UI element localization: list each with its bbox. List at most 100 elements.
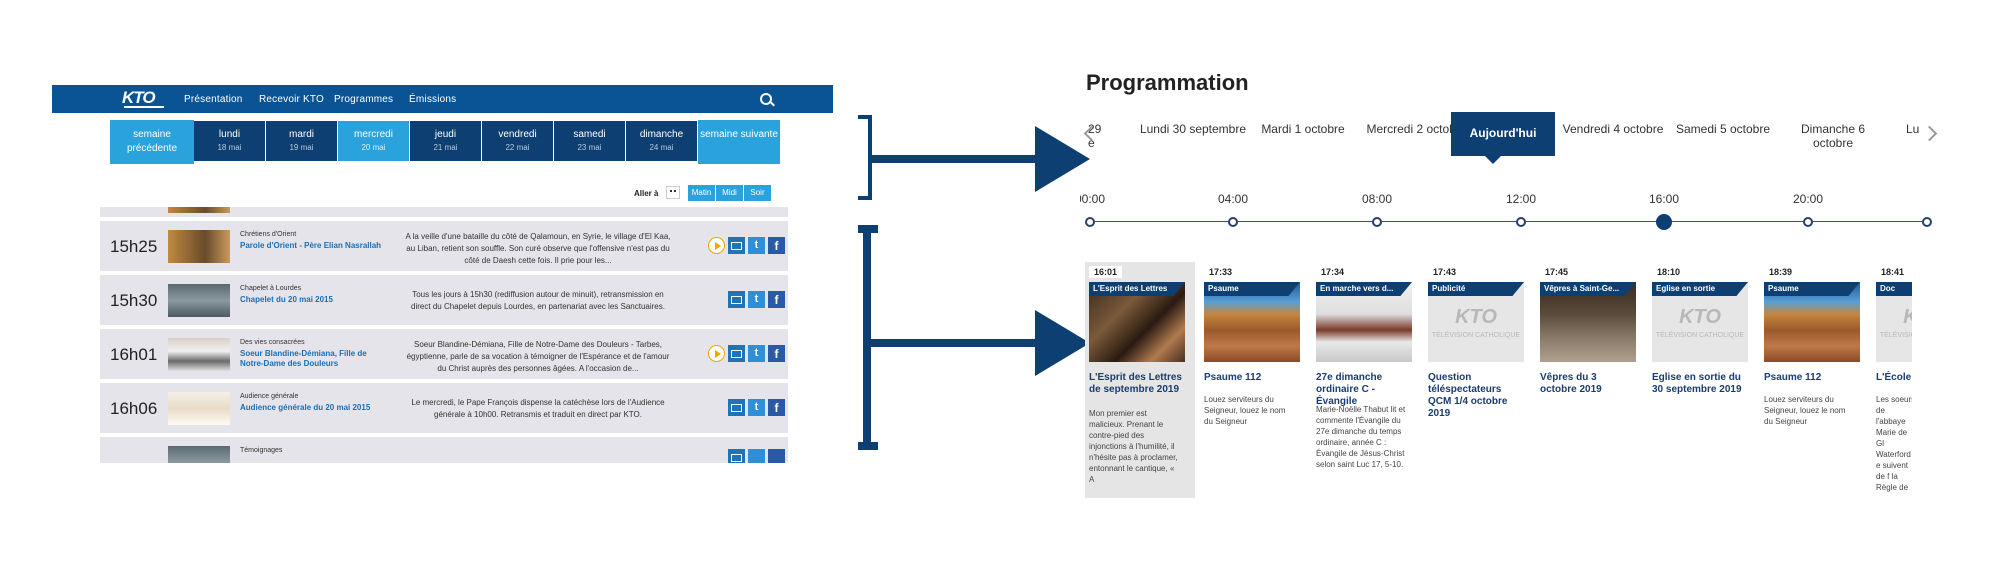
program-time: 16h06 bbox=[110, 399, 158, 418]
card-title[interactable]: Psaume 112 bbox=[1764, 372, 1822, 383]
card-time: 16:01 bbox=[1089, 266, 1123, 278]
timeline-label: 16:00 bbox=[1649, 192, 1680, 206]
timeline-label: 12:00 bbox=[1506, 192, 1537, 206]
program-title-link[interactable]: Soeur Blandine-Démiana, Fille de Notre-D… bbox=[240, 349, 367, 368]
card-title[interactable]: Eglise en sortie du 30 septembre 2019 bbox=[1652, 372, 1742, 395]
program-title-link[interactable]: Audience générale du 20 mai 2015 bbox=[240, 403, 371, 412]
card-title[interactable]: 27e dimanche ordinaire C - Évangile bbox=[1316, 372, 1383, 407]
card-title[interactable]: L'École de bbox=[1876, 372, 1912, 383]
list-item[interactable]: 16h01 Des vies consacrées Soeur Blandine… bbox=[100, 329, 788, 379]
search-icon[interactable] bbox=[760, 93, 772, 105]
mail-icon[interactable] bbox=[728, 399, 745, 417]
tab-dimanche[interactable]: Dimanche 6 octobre bbox=[1800, 122, 1866, 150]
tab-next-day[interactable]: Lu bbox=[1906, 122, 1920, 136]
program-card[interactable]: 17:33 Psaume Psaume 112 Louez serviteurs… bbox=[1200, 262, 1302, 498]
tab-previous-day[interactable]: 29 e bbox=[1088, 122, 1102, 150]
card-description: Marie-Noëlle Thabut lit et commente l'Év… bbox=[1316, 405, 1406, 469]
calendar-icon[interactable] bbox=[666, 186, 680, 199]
mail-icon[interactable] bbox=[728, 345, 745, 363]
mail-icon[interactable] bbox=[728, 237, 745, 255]
new-site-screenshot: Programmation 29 e Lundi 30 septembre Ma… bbox=[1080, 60, 1940, 500]
program-title-link[interactable]: Parole d'Orient - Père Elian Nasrallah bbox=[240, 241, 382, 250]
timeline-dot[interactable] bbox=[1372, 217, 1382, 227]
nav-presentation[interactable]: Présentation bbox=[184, 94, 243, 105]
program-description: A la veille d'une bataille du côté de Qa… bbox=[405, 232, 671, 265]
program-category: Audience générale bbox=[240, 393, 299, 400]
card-title[interactable]: Vêpres du 3 octobre 2019 bbox=[1540, 372, 1602, 395]
program-card[interactable]: 18:39 Psaume Psaume 112 Louez serviteurs… bbox=[1760, 262, 1862, 498]
tab-mercredi[interactable]: Mercredi 2 octobre bbox=[1366, 122, 1467, 136]
play-icon[interactable] bbox=[708, 237, 725, 255]
tab-vendredi[interactable]: Vendredi 4 octobre bbox=[1562, 122, 1664, 136]
old-nav-bar: KTO Présentation Recevoir KTO Programmes… bbox=[52, 85, 833, 113]
segment-matin[interactable]: Matin bbox=[688, 185, 716, 201]
prev-week-button[interactable]: semaine précédente bbox=[110, 120, 194, 164]
timeline-label: 08:00 bbox=[1362, 192, 1393, 206]
card-description: Mon premier est malicieux. Prenant le co… bbox=[1089, 409, 1178, 484]
twitter-icon[interactable] bbox=[748, 449, 765, 463]
program-time: 16h01 bbox=[110, 345, 158, 364]
card-title[interactable]: Question téléspectateurs QCM 1/4 octobre… bbox=[1428, 372, 1508, 419]
timeline-dot[interactable] bbox=[1228, 217, 1238, 227]
program-card[interactable]: 17:34 En marche vers d... 27e dimanche o… bbox=[1312, 262, 1414, 498]
mail-icon[interactable] bbox=[728, 291, 745, 309]
twitter-icon[interactable]: t bbox=[748, 399, 765, 417]
list-item[interactable]: 15h30 Chapelet à Lourdes Chapelet du 20 … bbox=[100, 275, 788, 325]
list-item[interactable]: 15h25 Chrétiens d'Orient Parole d'Orient… bbox=[100, 221, 788, 271]
facebook-icon[interactable]: f bbox=[768, 399, 785, 417]
timeline-dot[interactable] bbox=[1803, 217, 1813, 227]
card-title[interactable]: Psaume 112 bbox=[1204, 372, 1262, 383]
kto-logo-text: KTO bbox=[122, 88, 156, 107]
card-category: Doc bbox=[1876, 282, 1912, 296]
next-week-button[interactable]: semaine suivante bbox=[698, 120, 780, 164]
timeline-dot[interactable] bbox=[1085, 217, 1095, 227]
program-thumbnail bbox=[168, 392, 230, 425]
tab-today[interactable]: Aujourd'hui bbox=[1451, 112, 1555, 156]
segment-soir[interactable]: Soir bbox=[744, 185, 772, 201]
facebook-icon[interactable]: f bbox=[768, 345, 785, 363]
play-icon[interactable] bbox=[708, 345, 725, 363]
old-site-screenshot: KTO Présentation Recevoir KTO Programmes… bbox=[52, 85, 833, 463]
nav-emissions[interactable]: Émissions bbox=[409, 94, 457, 105]
timeline-dot[interactable] bbox=[1516, 217, 1526, 227]
tab-lundi[interactable]: Lundi 30 septembre bbox=[1139, 122, 1247, 136]
card-time: 18:39 bbox=[1764, 266, 1798, 278]
mail-icon[interactable] bbox=[728, 449, 745, 463]
segment-midi[interactable]: Midi bbox=[716, 185, 744, 201]
kto-logo[interactable]: KTO bbox=[122, 88, 170, 110]
twitter-icon[interactable]: t bbox=[748, 291, 765, 309]
timeline: 00:00 04:00 08:00 12:00 16:00 20:00 bbox=[1080, 192, 1940, 232]
facebook-icon[interactable]: f bbox=[768, 291, 785, 309]
program-title-link[interactable]: Chapelet du 20 mai 2015 bbox=[240, 295, 333, 304]
program-thumbnail bbox=[168, 284, 230, 317]
nav-recevoir-kto[interactable]: Recevoir KTO bbox=[259, 94, 325, 105]
twitter-icon[interactable]: t bbox=[748, 237, 765, 255]
program-card-current[interactable]: 16:01 L'Esprit des Lettres L'Esprit des … bbox=[1085, 262, 1195, 498]
timeline-dot[interactable] bbox=[1922, 217, 1932, 227]
list-item[interactable]: 16h06 Audience générale Audience général… bbox=[100, 383, 788, 433]
nav-programmes[interactable]: Programmes bbox=[334, 94, 394, 105]
program-card[interactable]: 17:45 Vêpres à Saint-Ge... Vêpres du 3 o… bbox=[1536, 262, 1638, 498]
tab-mardi[interactable]: Mardi 1 octobre bbox=[1261, 122, 1345, 136]
list-item[interactable]: Témoignages bbox=[100, 437, 788, 463]
tab-samedi[interactable]: Samedi 5 octobre bbox=[1675, 122, 1771, 136]
card-image: En marche vers d... bbox=[1316, 282, 1412, 362]
program-card[interactable]: 18:41 DocKTOTÉLÉVISION CATHOLIQUE L'Écol… bbox=[1872, 262, 1912, 498]
card-time: 18:41 bbox=[1876, 266, 1910, 278]
twitter-icon[interactable]: t bbox=[748, 345, 765, 363]
facebook-icon[interactable] bbox=[768, 449, 785, 463]
timeline-current-dot[interactable] bbox=[1656, 214, 1672, 230]
facebook-icon[interactable]: f bbox=[768, 237, 785, 255]
list-item[interactable] bbox=[100, 207, 788, 217]
card-title[interactable]: L'Esprit des Lettres de septembre 2019 bbox=[1089, 372, 1182, 395]
